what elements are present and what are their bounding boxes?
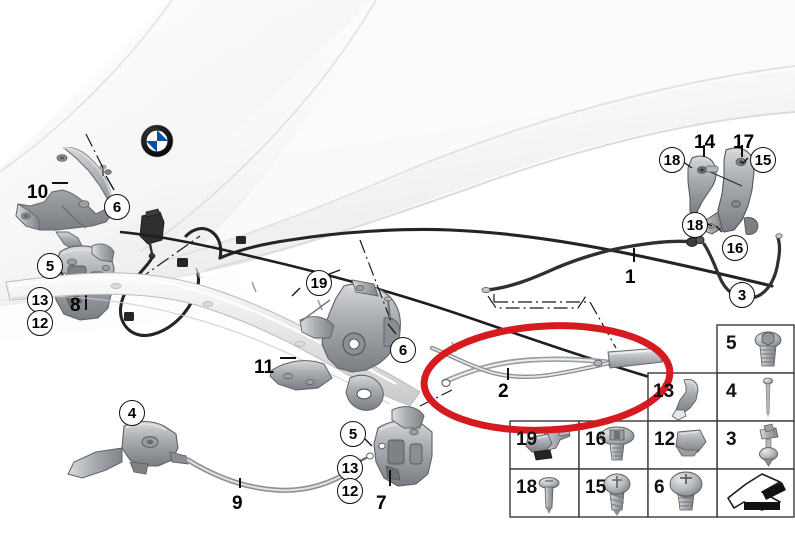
legend-icon-hex-flange-bolt — [754, 331, 782, 367]
legend-icon-cable-grommet-pin — [759, 423, 779, 467]
legend-num-16: 16 — [585, 429, 607, 450]
callout-circle-18-lower: 18 — [682, 212, 708, 238]
axis-line-6-upper — [85, 133, 105, 171]
part-3-cable-loop — [702, 233, 783, 300]
legend-icon-angled-clip-bracket — [671, 379, 699, 421]
callout-circle-18-upper: 18 — [659, 147, 685, 173]
harness-clips — [124, 236, 246, 321]
callout-circle-12-left: 12 — [27, 310, 53, 336]
legend-icon-pan-head-tap-screw — [603, 473, 631, 516]
callout-1: 1 — [625, 267, 636, 288]
leader-6-hinge — [387, 323, 397, 335]
legend-icon-dome-head-bolt — [669, 471, 703, 511]
bmw-roundel-logo — [140, 124, 174, 158]
legend-num-6: 6 — [654, 477, 665, 498]
legend-num-5: 5 — [726, 333, 737, 354]
hinge-bolt-6 — [384, 296, 392, 319]
callout-circle-13-left: 13 — [27, 287, 53, 313]
leader-19b — [291, 287, 301, 297]
part-17-hinge-arm — [701, 147, 759, 235]
callout-2: 2 — [498, 381, 509, 402]
axis-line-2b — [589, 301, 617, 349]
axis-line-1 — [487, 295, 587, 309]
legend-icon-long-pin-rivet — [763, 377, 774, 419]
callout-circle-13-right: 13 — [337, 455, 363, 481]
callout-circle-5-left: 5 — [37, 253, 63, 279]
red-highlight-ellipse — [420, 322, 674, 434]
part-7-hood-lock — [373, 406, 433, 487]
legend-icon-flat-head-rivet — [538, 477, 560, 514]
legend-num-19: 19 — [516, 429, 538, 450]
callout-11: 11 — [254, 357, 275, 378]
callout-circle-3: 3 — [729, 282, 755, 308]
part-14-catch-hook — [687, 155, 717, 215]
callout-circle-19: 19 — [306, 270, 332, 296]
axis-line-lock — [419, 389, 453, 407]
leader-16 — [715, 225, 723, 233]
callout-8: 8 — [70, 295, 81, 316]
leader-6-upper — [105, 175, 115, 191]
callout-9: 9 — [232, 493, 243, 514]
legend-num-15: 15 — [585, 477, 607, 498]
legend-num-13: 13 — [653, 381, 675, 402]
callout-10: 10 — [27, 182, 49, 203]
legend-num-12: 12 — [654, 429, 676, 450]
callout-circle-6-upper: 6 — [104, 194, 130, 220]
callout-17: 17 — [733, 132, 755, 153]
axis-line-6-hinge — [359, 239, 393, 325]
callout-circle-15: 15 — [750, 147, 776, 173]
callout-7: 7 — [376, 493, 387, 514]
front-wiring-harness — [118, 226, 774, 338]
callout-circle-4: 4 — [119, 400, 145, 426]
part-1-release-cable — [481, 235, 705, 294]
legend-icon-direction-arrow — [727, 473, 786, 511]
legend-grid — [509, 324, 795, 518]
part-2-release-rod — [429, 345, 663, 387]
part-10-hinge-bracket — [15, 146, 113, 251]
legend-num-18: 18 — [516, 477, 538, 498]
axis-line-connector — [117, 235, 201, 295]
leader-15 — [741, 157, 749, 165]
callout-circle-6-hinge: 6 — [390, 337, 416, 363]
part-11-hinge-assembly — [269, 279, 401, 411]
pin-18-upper — [705, 165, 743, 187]
callout-circle-5-right: 5 — [340, 421, 366, 447]
legend-icon-square-head-screw — [599, 426, 635, 461]
legend-icon-wedge-clip — [675, 429, 707, 457]
callout-circle-12-right: 12 — [337, 478, 363, 504]
legend-num-4: 4 — [726, 381, 737, 402]
callout-circle-16: 16 — [722, 235, 748, 261]
part-4-release-lever — [67, 420, 189, 479]
legend-num-3: 3 — [726, 429, 737, 450]
callout-14: 14 — [694, 132, 716, 153]
